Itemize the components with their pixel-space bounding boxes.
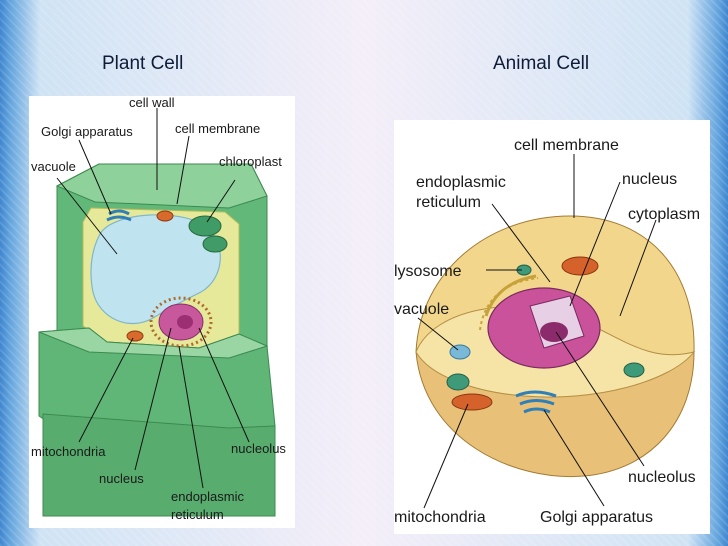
plant-label-er-line1: endoplasmic (171, 489, 244, 504)
animal-mitochondria-shape (451, 256, 599, 411)
animal-golgi-shape (515, 390, 557, 414)
animal-label-nucleus: nucleus (622, 171, 677, 188)
animal-cell-body-shape (415, 215, 696, 478)
animal-cell-diagram: cell membrane endoplasmic reticulum nucl… (394, 120, 710, 534)
plant-mitochondria-shape (126, 210, 174, 342)
plant-leader-lines (56, 108, 250, 489)
plant-vacuole-shape (90, 214, 221, 325)
plant-label-vacuole: vacuole (31, 159, 76, 174)
plant-label-cell-wall: cell wall (129, 96, 175, 110)
animal-cell-heading: Animal Cell (493, 53, 590, 74)
plant-label-mitochondria: mitochondria (31, 444, 106, 459)
animal-vacuole-shape (446, 264, 645, 391)
animal-label-er-line1: endoplasmic (416, 174, 506, 191)
plant-cell-heading: Plant Cell (102, 53, 184, 74)
plant-cell-diagram: cell wall Golgi apparatus cell membrane … (29, 96, 295, 528)
plant-label-nucleolus: nucleolus (231, 441, 286, 456)
plant-label-nucleus: nucleus (99, 471, 144, 486)
animal-leader-lines (417, 154, 657, 509)
animal-er-shape (479, 274, 539, 331)
animal-nucleus-shape (487, 287, 601, 369)
animal-label-nucleolus: nucleolus (628, 469, 696, 486)
plant-chloroplast-shape (188, 215, 228, 253)
animal-label-lysosome: lysosome (394, 263, 462, 280)
plant-label-er-line2: reticulum (171, 507, 224, 522)
animal-label-er-line2: reticulum (416, 194, 481, 211)
plant-label-chloroplast: chloroplast (219, 154, 282, 169)
animal-label-vacuole: vacuole (394, 301, 449, 318)
animal-label-golgi: Golgi apparatus (540, 509, 653, 526)
animal-label-cytoplasm: cytoplasm (628, 206, 700, 223)
animal-label-mitochondria: mitochondria (394, 509, 486, 526)
plant-label-golgi: Golgi apparatus (41, 124, 133, 139)
animal-label-cell-membrane: cell membrane (514, 137, 619, 154)
plant-label-cell-membrane: cell membrane (175, 121, 260, 136)
